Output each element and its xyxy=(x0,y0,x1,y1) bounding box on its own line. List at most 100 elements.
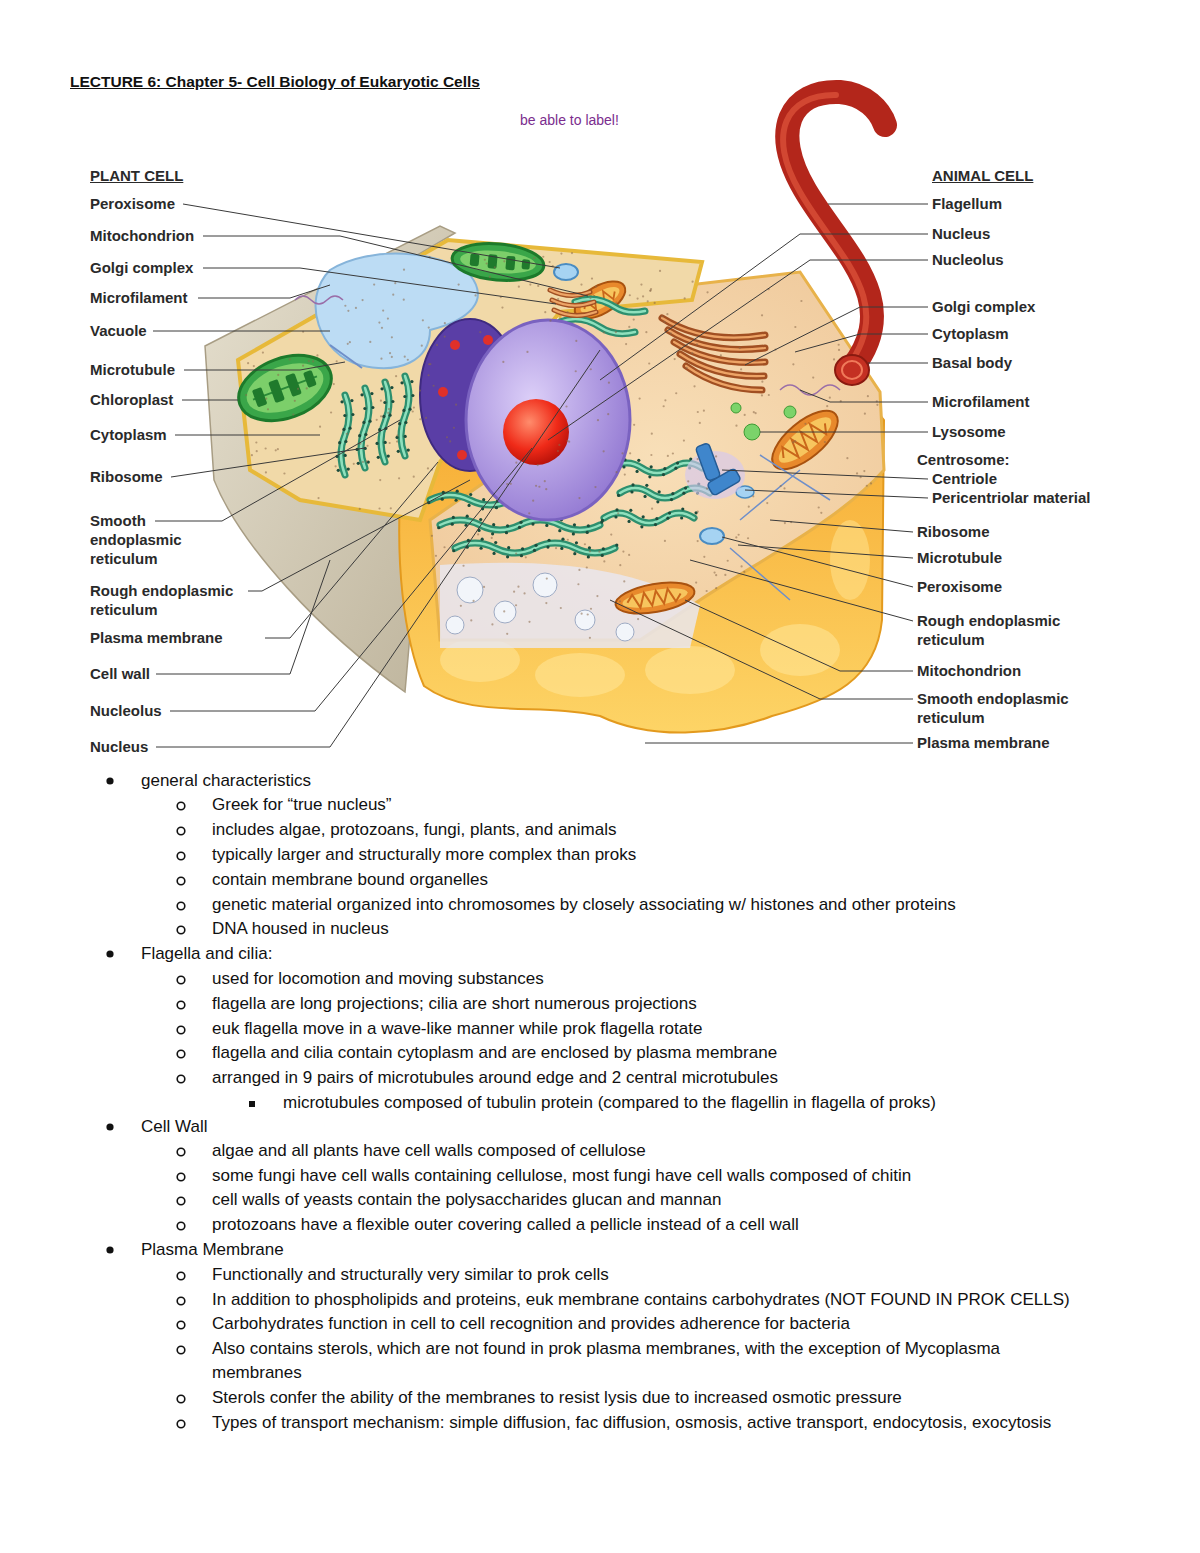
granule xyxy=(557,450,559,452)
granule xyxy=(863,470,865,472)
ribosome xyxy=(663,467,666,470)
granule xyxy=(615,471,617,473)
granule xyxy=(820,512,822,514)
granule xyxy=(706,291,708,293)
granule xyxy=(455,404,457,406)
granule xyxy=(560,253,562,255)
granule xyxy=(419,418,421,420)
granule xyxy=(306,387,308,389)
granule xyxy=(458,283,460,285)
ribosome xyxy=(362,421,365,424)
microtubule xyxy=(730,455,830,600)
granule xyxy=(431,535,433,537)
granule xyxy=(739,347,741,349)
bullet-ring xyxy=(177,1050,185,1058)
granule xyxy=(391,356,393,358)
granule xyxy=(589,637,591,639)
granule xyxy=(529,283,531,285)
granule xyxy=(594,486,596,488)
granule xyxy=(706,487,708,489)
granule xyxy=(603,560,605,562)
granule xyxy=(387,380,389,382)
er-lumen xyxy=(440,520,600,530)
lysosome xyxy=(731,403,741,413)
granule xyxy=(347,310,349,312)
ribosome xyxy=(622,465,625,468)
granule xyxy=(428,327,430,329)
ribosome xyxy=(358,434,361,437)
ribosome xyxy=(654,523,657,526)
granule xyxy=(625,343,627,345)
bullet-ring xyxy=(177,877,185,885)
granule xyxy=(407,359,409,361)
ribosome xyxy=(357,462,360,465)
granule xyxy=(838,344,840,346)
er-membrane xyxy=(381,382,389,462)
cytoplasm-granules xyxy=(245,252,878,639)
granule xyxy=(245,394,247,396)
ribosome xyxy=(587,524,590,527)
granule xyxy=(761,314,763,316)
granule xyxy=(617,512,619,514)
granule xyxy=(595,286,597,288)
ribosome xyxy=(347,467,350,470)
granule xyxy=(526,351,528,353)
granule xyxy=(336,360,338,362)
bullet-text: Greek for “true nucleus” xyxy=(212,793,392,817)
granule xyxy=(659,270,661,272)
bullet-ring xyxy=(177,1026,185,1034)
granule xyxy=(477,533,479,535)
bullet-ring xyxy=(177,1272,185,1280)
granule xyxy=(566,311,568,313)
membrane-highlight xyxy=(830,520,870,600)
part-label: Centrosome: xyxy=(917,450,1010,469)
er-lumen xyxy=(361,388,369,468)
ribosome xyxy=(587,555,590,558)
ribosome xyxy=(451,523,454,526)
granule xyxy=(334,465,336,467)
ribosome xyxy=(467,504,470,507)
granule xyxy=(754,412,756,414)
granule xyxy=(713,572,715,574)
granule xyxy=(571,252,573,254)
granule xyxy=(398,477,400,479)
bullet-text: includes algae, protozoans, fungi, plant… xyxy=(212,818,616,842)
ribosome xyxy=(491,532,494,535)
granule xyxy=(474,294,476,296)
granule xyxy=(546,577,548,579)
granule xyxy=(856,472,858,474)
bullet-ring xyxy=(177,1001,185,1009)
granule xyxy=(747,537,749,539)
granule xyxy=(603,331,605,333)
granule xyxy=(619,564,621,566)
bullet-text: contain membrane bound organelles xyxy=(212,868,488,892)
ribosome xyxy=(404,435,407,438)
granule xyxy=(560,607,562,609)
granule xyxy=(355,307,357,309)
ribosome xyxy=(627,520,630,523)
plant-cytoplasm xyxy=(238,240,702,520)
part-label: Microtubule xyxy=(90,360,175,379)
granule xyxy=(403,299,405,301)
granule xyxy=(419,389,421,391)
granule xyxy=(607,413,609,415)
granule xyxy=(262,352,264,354)
bullet-text: algae and all plants have cell walls com… xyxy=(212,1139,646,1163)
granule xyxy=(378,321,380,323)
granule xyxy=(558,444,560,446)
cell-heading: PLANT CELL xyxy=(90,166,183,185)
granule xyxy=(312,360,314,362)
bullet-dot xyxy=(106,950,113,957)
granule xyxy=(387,317,389,319)
er-membrane xyxy=(440,520,600,530)
granule xyxy=(596,595,598,597)
granule xyxy=(589,297,591,299)
part-label: Cytoplasm xyxy=(932,324,1009,343)
granule xyxy=(277,448,279,450)
part-label: Plasma membrane xyxy=(917,733,1050,752)
granule xyxy=(380,415,382,417)
ribosome xyxy=(411,394,414,397)
granule xyxy=(743,571,745,573)
granule xyxy=(283,472,285,474)
granule xyxy=(715,587,717,589)
